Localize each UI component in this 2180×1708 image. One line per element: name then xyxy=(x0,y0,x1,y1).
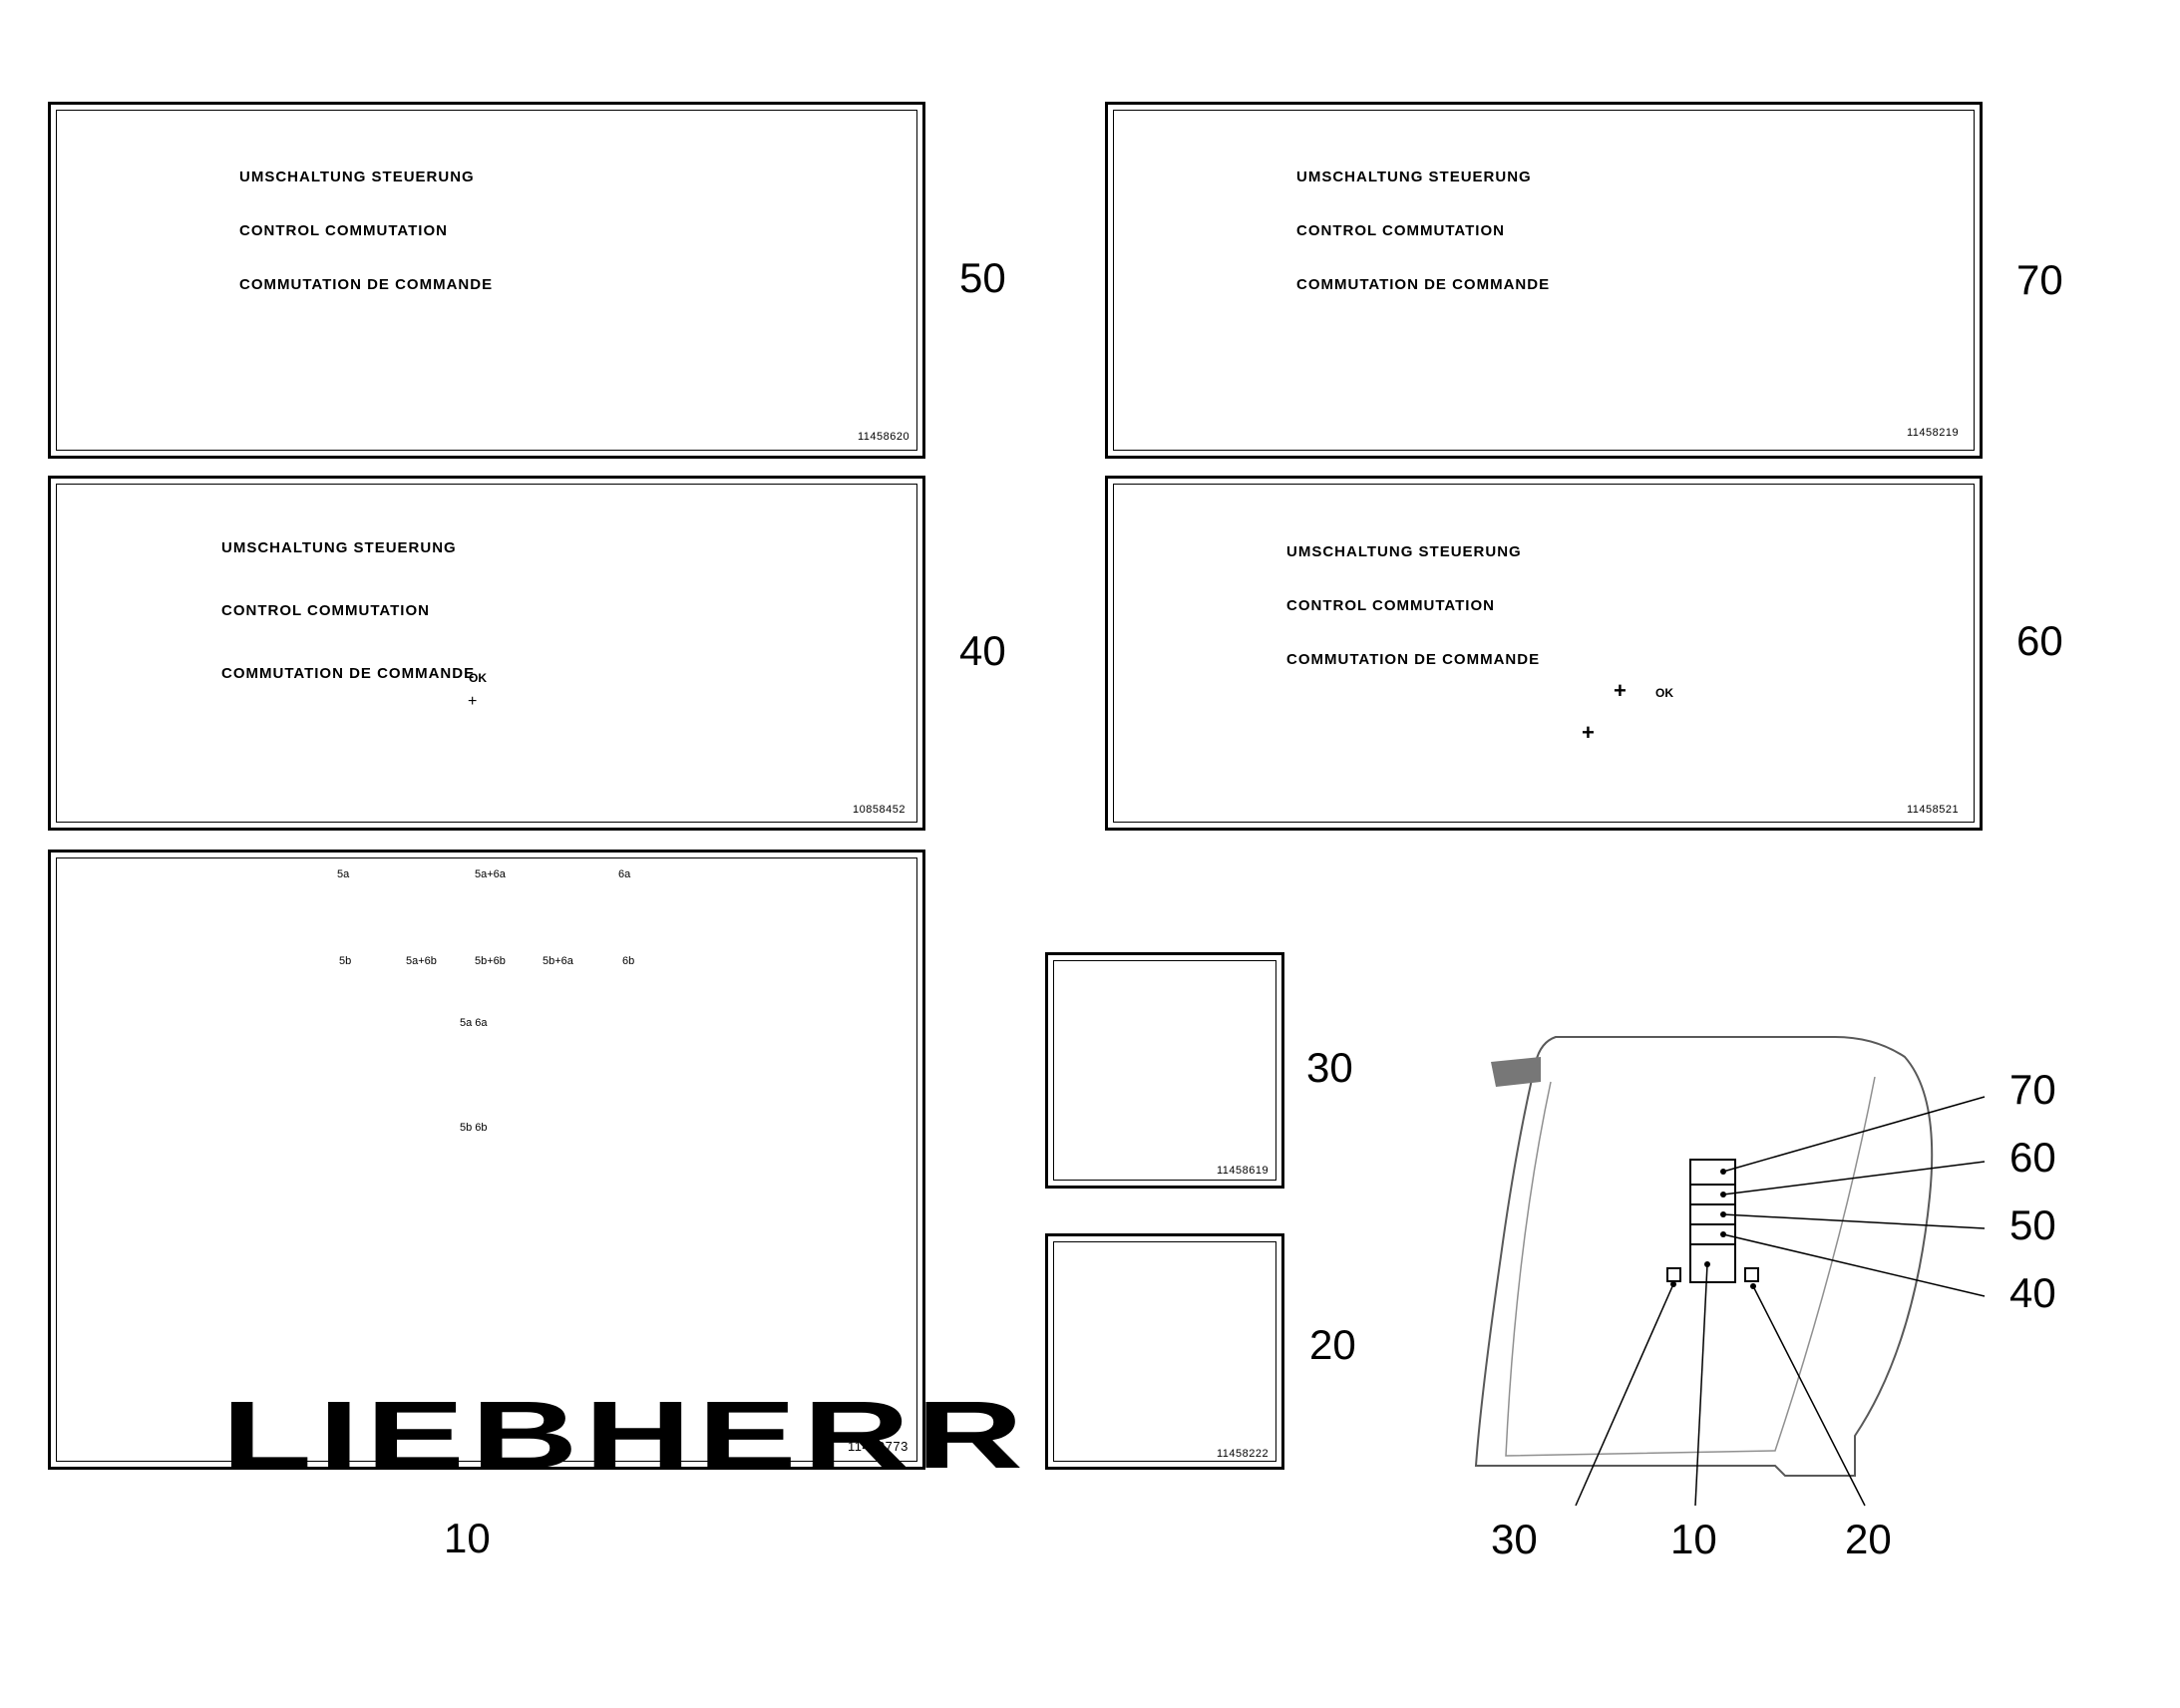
track-label: 5a+6a xyxy=(475,868,506,880)
decal-20 xyxy=(1045,1233,1284,1470)
track-labels-top: 5a xyxy=(337,868,349,880)
cab-callout-40: 40 xyxy=(2009,1269,2056,1316)
header-de: UMSCHALTUNG STEUERUNG xyxy=(221,539,457,556)
decal-70-header: UMSCHALTUNG STEUERUNG CONTROL COMMUTATIO… xyxy=(1296,133,1550,312)
cab-outline xyxy=(1474,1036,1986,1507)
cab-callout-60: 60 xyxy=(2009,1134,2056,1181)
cab-callout-10: 10 xyxy=(1670,1516,1717,1562)
callout-30: 30 xyxy=(1306,1044,1353,1091)
decal-60 xyxy=(1105,476,1983,831)
plus-sign: + xyxy=(1582,720,1595,745)
pedal-labels-bottom: 5b 6b xyxy=(460,1122,488,1134)
track-label: 5b+6a xyxy=(543,955,573,967)
decal-50-part-number: 11458620 xyxy=(858,431,910,443)
callout-10: 10 xyxy=(444,1515,491,1561)
decal-50 xyxy=(48,102,925,459)
pedal-labels-top: 5a 6a xyxy=(460,1017,488,1029)
track-label: 6a xyxy=(618,868,631,880)
decal-30 xyxy=(1045,952,1284,1189)
decal-30-part-number: 11458619 xyxy=(1217,1165,1270,1177)
header-fr: COMMUTATION DE COMMANDE xyxy=(1296,276,1551,293)
cab-callout-70: 70 xyxy=(2009,1066,2056,1113)
header-fr: COMMUTATION DE COMMANDE xyxy=(1286,651,1541,668)
decal-70-part-number: 11458219 xyxy=(1907,427,1960,439)
track-label: 5a+6b xyxy=(406,955,437,967)
decal-40 xyxy=(48,476,925,831)
cab-callout-30: 30 xyxy=(1491,1516,1538,1562)
header-de: UMSCHALTUNG STEUERUNG xyxy=(1296,169,1532,185)
decal-10 xyxy=(48,850,925,1470)
cab-callout-50: 50 xyxy=(2009,1201,2056,1248)
plus-sign: + xyxy=(1614,678,1627,703)
header-de: UMSCHALTUNG STEUERUNG xyxy=(1286,543,1522,560)
callout-50: 50 xyxy=(959,254,1006,301)
header-en: CONTROL COMMUTATION xyxy=(1286,597,1495,614)
callout-70: 70 xyxy=(2016,256,2063,303)
plus-sign: + xyxy=(468,693,478,710)
track-label: 5a xyxy=(337,868,350,880)
decal-40-header: UMSCHALTUNG STEUERUNG CONTROL COMMUTATIO… xyxy=(221,496,475,705)
header-de: UMSCHALTUNG STEUERUNG xyxy=(239,169,475,185)
cab-callout-20: 20 xyxy=(1845,1516,1892,1562)
callout-20: 20 xyxy=(1309,1321,1356,1368)
decal-50-header: UMSCHALTUNG STEUERUNG CONTROL COMMUTATIO… xyxy=(239,133,493,312)
header-en: CONTROL COMMUTATION xyxy=(239,222,448,239)
track-label: 6b xyxy=(622,955,635,967)
callout-40: 40 xyxy=(959,627,1006,674)
header-fr: COMMUTATION DE COMMANDE xyxy=(221,665,476,682)
callout-60: 60 xyxy=(2016,617,2063,664)
ok-button-symbol: OK xyxy=(1655,686,1673,700)
decal-70 xyxy=(1105,102,1983,459)
header-fr: COMMUTATION DE COMMANDE xyxy=(239,276,494,293)
track-label: 5b xyxy=(339,955,352,967)
header-en: CONTROL COMMUTATION xyxy=(221,602,430,619)
liebherr-logo: LIEBHERR xyxy=(221,1382,1030,1489)
decal-20-part-number: 11458222 xyxy=(1217,1448,1270,1460)
track-label: 5b+6b xyxy=(475,955,506,967)
decal-60-part-number: 11458521 xyxy=(1907,804,1960,816)
decal-40-part-number: 10858452 xyxy=(853,804,906,816)
ok-button-symbol: OK xyxy=(469,671,487,685)
header-en: CONTROL COMMUTATION xyxy=(1296,222,1505,239)
decal-60-header: UMSCHALTUNG STEUERUNG CONTROL COMMUTATIO… xyxy=(1286,508,1540,687)
decal-10-part-number: 11459773 xyxy=(848,1439,908,1454)
